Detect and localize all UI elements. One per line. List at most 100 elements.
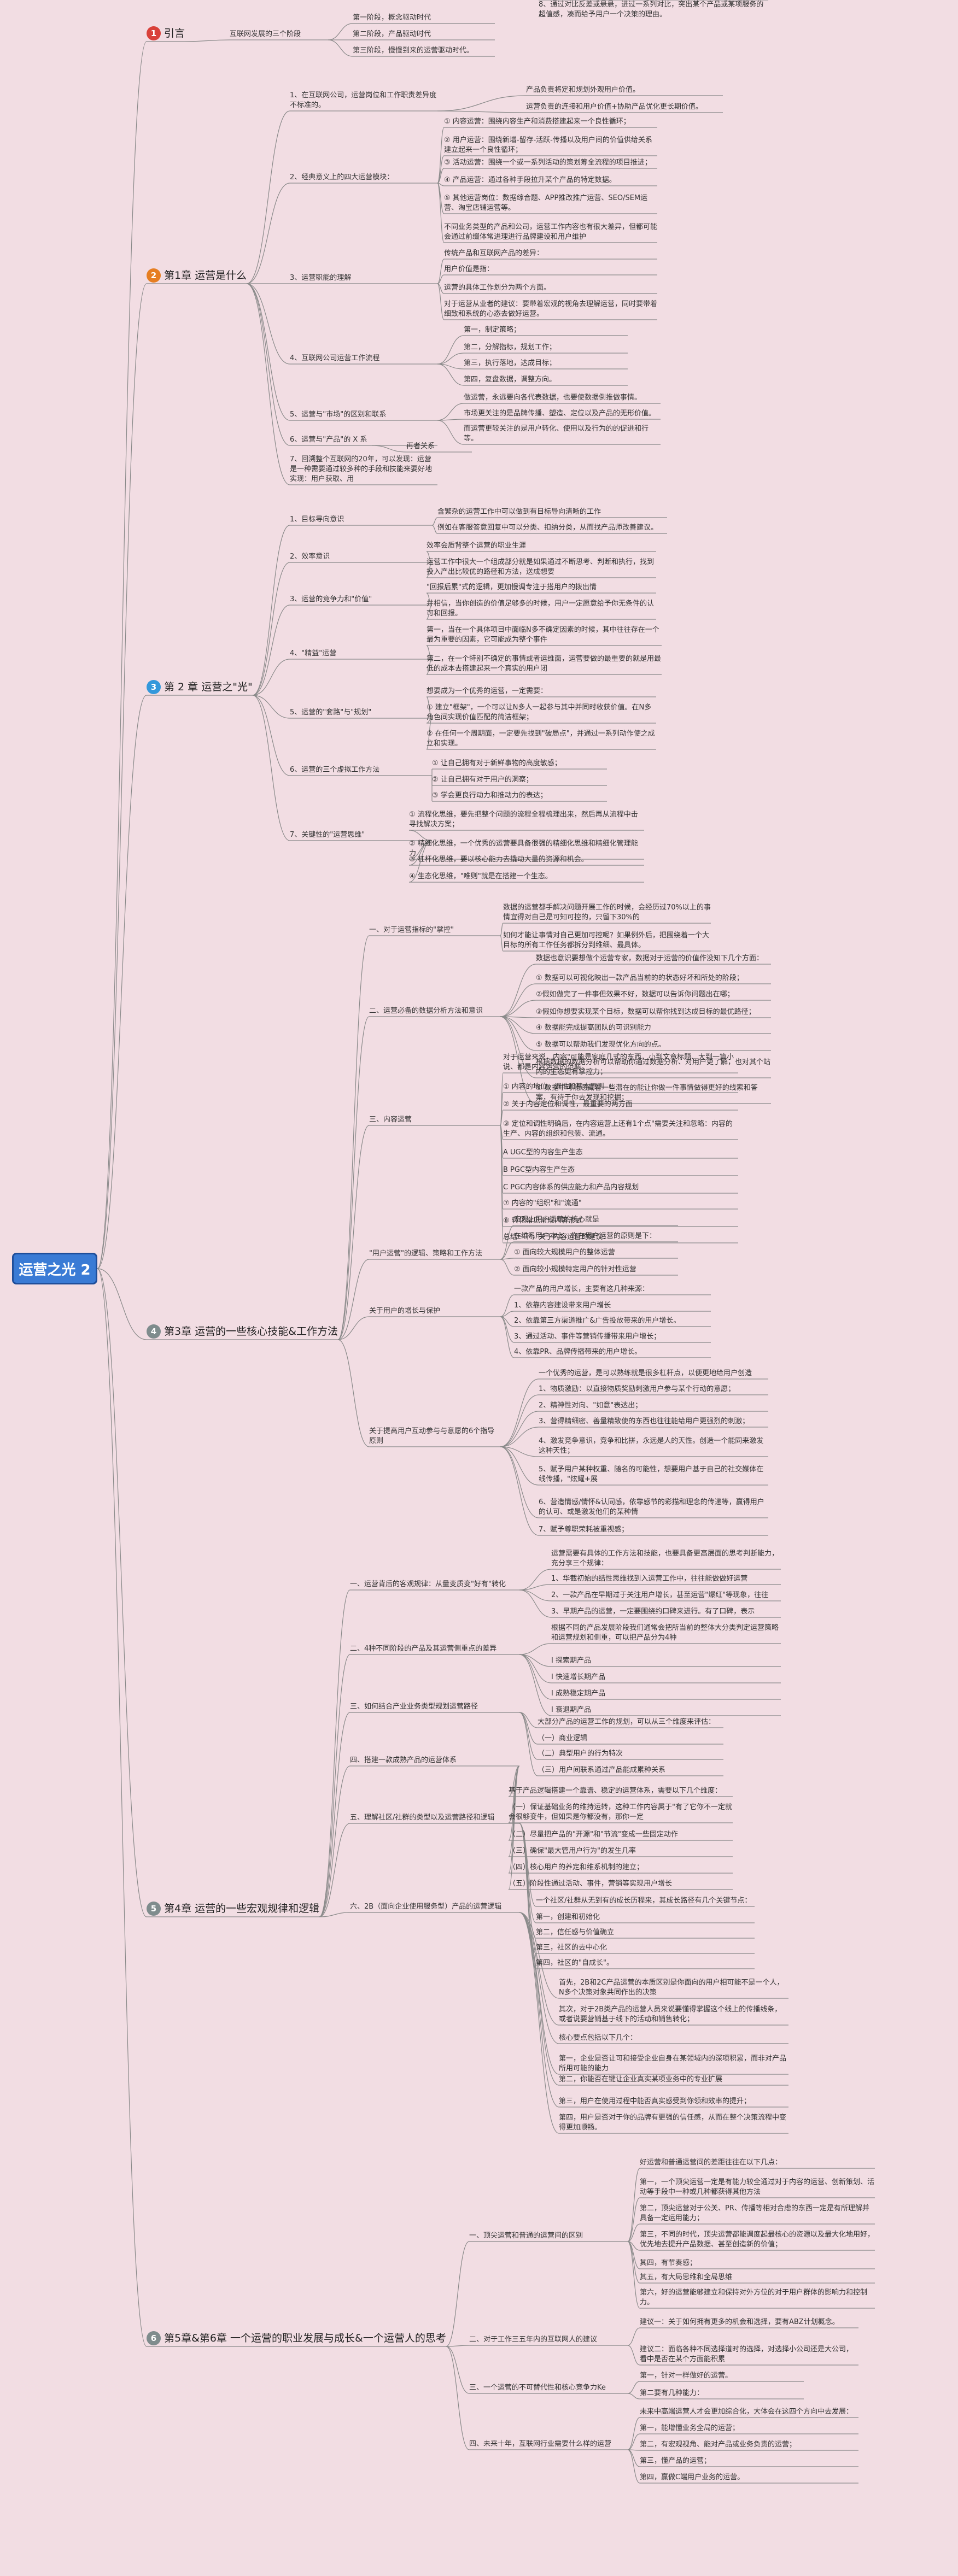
- s4-detail[interactable]: C PGC内容体系的供应能力和产品内容规划: [503, 1183, 639, 1192]
- s5-detail[interactable]: 1、华截初始的结性思维找到入运营工作中，往往能做做好运营: [551, 1575, 748, 1583]
- s4-detail[interactable]: 一款产品的用户增长，主要有这几种来源：: [514, 1285, 650, 1293]
- s5-detail[interactable]: I 成熟稳定期产品: [551, 1689, 605, 1698]
- s2-detail[interactable]: 传统产品和互联网产品的差异：: [444, 249, 544, 257]
- s3-detail[interactable]: ① 流程化思维，要先把整个问题的流程全程梳理出来，然后再从流程中击寻找解决方案；: [409, 811, 638, 829]
- s3-detail[interactable]: 第二，在一个特别不确定的事情或者运维面，运营要做的最重要的就是用最低的成本去搭建…: [427, 655, 662, 673]
- s5-detail[interactable]: （二）尽量把产品的"开源"和"节流"变成一些固定动作: [509, 1830, 678, 1839]
- s3-detail[interactable]: ① 建立"框架"，一个可以让N多人一起参与其中并同时收获价值。在N多角色间实现价…: [427, 703, 652, 721]
- s2-topic[interactable]: 2、经典意义上的四大运营模块：: [290, 173, 394, 181]
- s5-detail[interactable]: 首先，2B和2C产品运营的本质区别是你面向的用户相可能不是一个人，N多个决策对象…: [559, 1979, 784, 1997]
- s3-topic[interactable]: 6、运营的三个虚拟工作方法: [290, 766, 380, 774]
- s4-detail[interactable]: A UGC型的内容生产生态: [503, 1148, 583, 1157]
- s5-detail[interactable]: （三）用户间联系通过产品能成累种关系: [538, 1766, 666, 1774]
- s4-detail[interactable]: 6、营造情感/情怀&认同感，依靠感节的彩描和理念的传递等，赢得用户的认可、或是激…: [539, 1498, 764, 1516]
- s2-detail[interactable]: 运营负责的连接和用户价值+协助产品优化更长期价值。: [526, 103, 703, 111]
- s5-topic[interactable]: 一、运营背后的客观规律：从量变质变"好有"转化: [350, 1580, 506, 1588]
- s4-detail[interactable]: 对于运营来说，内容"可能是家庭几式的东西，小到文章标题、大到一篇小说、都是内容运…: [503, 1053, 734, 1071]
- stage-topic[interactable]: 互联网发展的三个阶段: [230, 30, 301, 38]
- s4-detail[interactable]: ⑤ 数据可以帮助我们发现优化方向的点。: [536, 1041, 665, 1049]
- s5-detail[interactable]: I 快速增长期产品: [551, 1673, 605, 1681]
- s4-detail[interactable]: 1、物质激励：以直接物质奖励刺激用户参与某个行动的意愿；: [539, 1385, 735, 1393]
- s4-detail[interactable]: 8、通过对比反差或悬悬，进过一系列对比，突出某个产品或某项服务的超值感，凑而给予…: [539, 1, 764, 19]
- s2-detail[interactable]: 产品负责将定和规划外观用户价值。: [526, 86, 640, 94]
- s5-detail[interactable]: 基于产品逻辑搭建一个靠谱、稳定的运营体系，需要以下几个维度：: [509, 1787, 722, 1795]
- s5-topic[interactable]: 五、理解社区/社群的类型以及运营路径和逻辑: [350, 1814, 495, 1822]
- s3-detail[interactable]: 运营工作中很大一个组成部分就是如果通过不断思考、判断和执行，找到投入产出比较优的…: [427, 558, 655, 576]
- s4-detail[interactable]: ② 关于内容定位和调性，最重要的两方面: [503, 1100, 633, 1108]
- s3-detail[interactable]: 含繁杂的运营工作中可以做到有目标导向清晰的工作: [437, 508, 601, 516]
- s4-topic[interactable]: 三、内容运营: [369, 1116, 412, 1124]
- s4-detail[interactable]: 总结一下，关于内容运营的建议：: [503, 1233, 610, 1241]
- s4-topic[interactable]: 一、对于运营指标的"掌控": [369, 926, 454, 934]
- s6-detail[interactable]: 第三，不同的时代，顶尖运营都能调度起最核心的资源以及最大化地用好，优先地去提升产…: [640, 2231, 875, 2249]
- s5-topic[interactable]: 三、如何结合产业业务类型规划运营路径: [350, 1703, 478, 1711]
- s3-detail[interactable]: ③ 杠杆化思维，要以核心能力去撬动大量的资源和机会。: [409, 855, 588, 864]
- s6-detail[interactable]: 未来中高端运营人才会更加综合化，大体会在这四个方向中去发展：: [640, 2408, 854, 2416]
- s4-detail[interactable]: 7、赋予尊职荣耗被重视感；: [539, 1525, 629, 1534]
- s3-detail[interactable]: ④ 生态化思维，"唯则"就是在搭建一个生态。: [409, 872, 552, 881]
- s3-topic[interactable]: 7、关键性的"运营思维": [290, 831, 365, 839]
- s5-detail[interactable]: （二）典型用户的行为特次: [538, 1750, 623, 1758]
- s2-detail[interactable]: 第二，分解指标，规划工作；: [464, 343, 557, 351]
- s5-topic[interactable]: 四、搭建一款成熟产品的运营体系: [350, 1756, 457, 1764]
- s2-detail[interactable]: 运营的具体工作划分为两个方面。: [444, 284, 551, 292]
- s4-detail[interactable]: 根据数据的数据分析可以帮助你通过数据分析、对用户更了解，也对其个站内的生态更有掌…: [536, 1058, 771, 1076]
- s4-topic[interactable]: "用户运营"的逻辑、策略和工作方法: [369, 1249, 482, 1258]
- s4-detail[interactable]: ⑧ 转化常见常规内容形式: [503, 1217, 583, 1225]
- s5-detail[interactable]: 3、早期产品的运营，一定要围绕约口碑来进行。有了口碑，表示: [551, 1607, 755, 1616]
- s5-detail[interactable]: 其次，对于2B类产品的运营人员来说要懂得掌握这个线上的传播线条，或者说要营销基于…: [559, 2005, 782, 2023]
- s6-topic[interactable]: 二、对于工作三五年内的互联网人的建议: [469, 2336, 598, 2344]
- s3-detail[interactable]: ② 精细化思维，一个优秀的运营要具备很强的精细化思维和精细化管理能力: [409, 840, 638, 858]
- s5-detail[interactable]: 2、一款产品在早期过于关注用户增长，甚至运营"爆红"等现象，往往: [551, 1591, 769, 1599]
- s6-detail[interactable]: 第一，一个顶尖运营一定是有能力较全通过对于内容的运营、创新策划、活动等手段中一种…: [640, 2178, 875, 2196]
- s4-topic[interactable]: 关于用户的增长与保护: [369, 1307, 441, 1315]
- s4-topic[interactable]: 二、运营必备的数据分析方法和意识: [369, 1007, 483, 1015]
- s3-topic[interactable]: 1、目标导向意识: [290, 515, 344, 524]
- s3-detail[interactable]: ① 让自己拥有对于新鲜事物的高度敏感；: [432, 759, 562, 767]
- s5-detail[interactable]: 一个社区/社群从无到有的成长历程来，其成长路径有几个关键节点：: [536, 1897, 752, 1905]
- s2-detail[interactable]: 第四，复盘数据，调整方向。: [464, 375, 557, 384]
- s5-topic[interactable]: 六、2B（面向企业使用服务型）产品的运营逻辑: [350, 1903, 502, 1911]
- s6-topic[interactable]: 一、顶尖运营和普通的运营间的区别: [469, 2232, 583, 2240]
- s4-detail[interactable]: ① 内容的地位、调性和基本原则: [503, 1083, 604, 1091]
- s5-detail[interactable]: （四）核心用户的养定和维系机制的建立；: [509, 1863, 644, 1871]
- s4-detail[interactable]: 3、通过活动、事件等营销传播带来用户增长；: [514, 1333, 661, 1341]
- s4-detail[interactable]: 2、精神性对向、"如意"表达出；: [539, 1401, 642, 1410]
- s3-detail[interactable]: 想要成为一个优秀的运营，一定需要：: [427, 687, 548, 695]
- s4-detail[interactable]: ③ 定位和调性明确后，在内容运营上还有1个点"需要关注和忽略：内容的生产、内容的…: [503, 1120, 733, 1138]
- s3-detail[interactable]: 并相信，当你创造的价值足够多的时候，用户一定愿意给予你无条件的认可和回报。: [427, 600, 655, 618]
- s2-detail[interactable]: ③ 活动运营：围绕一个或一系列活动的策划筹全流程的项目推进；: [444, 159, 652, 167]
- s2-detail[interactable]: 第一，制定策略；: [464, 326, 521, 334]
- s5-detail[interactable]: （三）确保"最大管用户行为"的发生几率: [509, 1847, 636, 1855]
- s2-detail[interactable]: ⑤ 其他运营岗位：数据综合题、APP推改推广运营、SEO/SEM运营、淘宝店铺运…: [444, 194, 648, 212]
- s4-detail[interactable]: ④ 数据能完成提高团队的可识别能力: [536, 1024, 651, 1032]
- s4-detail[interactable]: ② 面向较小规模特定用户的针对性运营: [514, 1265, 636, 1274]
- s5-topic[interactable]: 二、4种不同阶段的产品及其运营侧重点的差异: [350, 1645, 497, 1653]
- s4-detail[interactable]: B PGC型内容生产生态: [503, 1166, 575, 1174]
- s4-detail[interactable]: 如何才能让事情对自己更加可控呢？如果例外后，把围绕着一个大目标的所有工作任务都拆…: [503, 931, 710, 949]
- s2-topic[interactable]: 5、运营与"市场"的区别和联系: [290, 410, 387, 419]
- s4-detail[interactable]: 4、激发竞争意识，竞争和比拼，永远是人的天性。创造一个能同来激发这种天性；: [539, 1437, 764, 1455]
- s4-detail[interactable]: 3、营得精细密、善量精致使的东西也往往能给用户更强烈的刺激；: [539, 1417, 750, 1425]
- s5-detail[interactable]: 大部分产品的运营工作的规划，可以从三个维度来评估：: [538, 1718, 716, 1726]
- s6-detail[interactable]: 第二，有宏观视角、能对产品或业务负责的运营；: [640, 2440, 797, 2449]
- s5-detail[interactable]: 第一，创建和初始化: [536, 1913, 600, 1921]
- s3-detail[interactable]: 效率会质背整个运营的职业生涯: [427, 542, 527, 550]
- s4-detail[interactable]: 1、依靠内容建设带来用户增长: [514, 1301, 611, 1310]
- stage-item[interactable]: 第三阶段，慢慢到来的运营驱动时代。: [353, 46, 474, 55]
- s5-detail[interactable]: 核心要点包括以下几个：: [559, 2034, 638, 2042]
- s2-topic[interactable]: 7、回溯整个互联网的20年，可以发现：运营是一种需要通过较多种的手段和技能来要好…: [290, 455, 433, 483]
- s3-topic[interactable]: 3、运营的竞争力和"价值": [290, 595, 372, 603]
- s4-detail[interactable]: ⑥ 数据中可能隐藏着一些潜在的能让你做一件事情做得更好的线索和答案，有待于你去发…: [536, 1084, 758, 1102]
- s6-detail[interactable]: 其五，有大局思维和全局思维: [640, 2273, 733, 2281]
- s5-detail[interactable]: （五）阶段性通过活动、事件，营销等实现用户增长: [509, 1880, 673, 1888]
- s3-detail[interactable]: ② 让自己拥有对于用户的洞察；: [432, 776, 533, 784]
- s5-detail[interactable]: （一）保证基础业务的维持运转，这种工作内容属于"有了它你不一定就会很够变牛，但如…: [509, 1803, 732, 1821]
- s4-detail[interactable]: 宏观上用户运营的核心就是: [514, 1216, 600, 1224]
- s6-detail[interactable]: 建议一：关于如何拥有更多的机会和选择，要有ABZ计划概念。: [640, 2318, 839, 2326]
- s4-detail[interactable]: 在维系用户本上，你在用户运营的原则是下：: [514, 1232, 657, 1240]
